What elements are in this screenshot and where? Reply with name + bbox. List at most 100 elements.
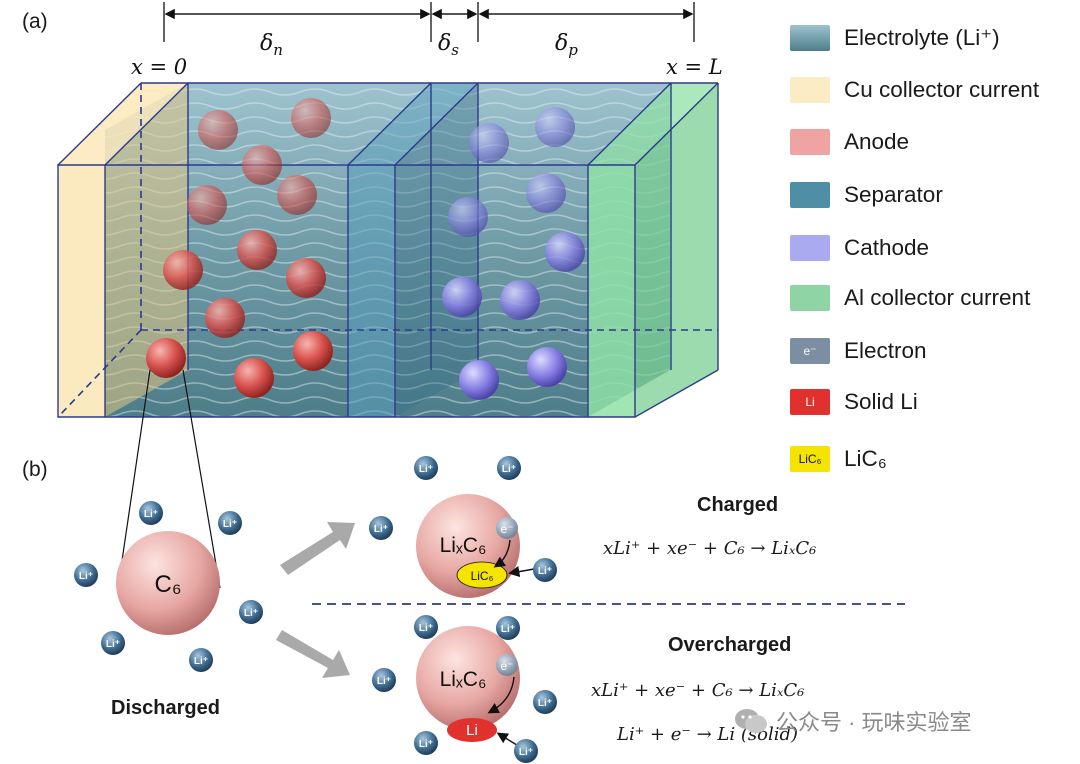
li-ion: [496, 616, 520, 640]
li-ion-label: Li⁺: [502, 464, 516, 475]
li-ion-label: Li⁺: [244, 608, 258, 619]
al-swatch-icon: [790, 285, 830, 311]
anode-particle: [198, 110, 238, 150]
anode-particle: [234, 358, 274, 398]
wechat-icon: [735, 709, 767, 733]
li-ions: [74, 456, 557, 763]
legend-item-electron: e⁻ Electron: [790, 334, 927, 368]
anode-swatch-icon: [790, 129, 830, 155]
solid-li-swatch-icon: Li: [790, 389, 830, 415]
anode-particle: [205, 298, 245, 338]
discharged-label: Discharged: [111, 697, 220, 719]
legend-item-al: Al collector current: [790, 281, 1030, 315]
electron-particle: [496, 654, 518, 676]
cathode-particle: [545, 232, 585, 272]
li-ion-label: Li⁺: [538, 698, 552, 709]
cu-swatch-icon: [790, 77, 830, 103]
separator-swatch-icon: [790, 182, 830, 208]
cathode-particle: [500, 280, 540, 320]
x-l-label: x = L: [666, 55, 723, 79]
li-ion: [189, 648, 213, 672]
charged-equation: xLi⁺ + xe⁻ + C₆ → LiₓC₆: [603, 538, 817, 559]
cu-collector: [58, 83, 188, 417]
li-ion: [369, 516, 393, 540]
cathode-particle: [535, 107, 575, 147]
electron-particle: [496, 517, 518, 539]
lic6-swatch-icon: LiC₆: [790, 446, 830, 472]
arrow-to-charged: [280, 522, 355, 575]
legend-item-solid-li: Li Solid Li: [790, 385, 918, 419]
li-ion: [101, 631, 125, 655]
anode-particle: [286, 258, 326, 298]
anode-particle: [187, 185, 227, 225]
discharged-particle: [116, 531, 220, 635]
anode-particle: [277, 175, 317, 215]
li-ion-label: Li⁺: [419, 739, 433, 750]
solid-li-deposit: [447, 718, 497, 742]
anode-particles: [146, 98, 333, 398]
delta-p-label: δp: [555, 31, 578, 59]
electron-swatch-icon: e⁻: [790, 338, 830, 364]
legend-label: Solid Li: [844, 389, 918, 414]
legend-label: Al collector current: [844, 285, 1031, 310]
legend-label: Electron: [844, 338, 927, 363]
panel-a-label: (a): [22, 10, 48, 33]
legend-item-electrolyte: Electrolyte (Li⁺): [790, 21, 1000, 55]
li-ion: [414, 615, 438, 639]
dimension-lines: [163, 2, 695, 42]
li-ion: [74, 563, 98, 587]
legend-item-cu: Cu collector current: [790, 73, 1039, 107]
zoom-line-right: [182, 369, 221, 589]
watermark-text: 公众号 · 玩味实验室: [776, 710, 972, 735]
cathode-particle: [459, 360, 499, 400]
li-ion: [239, 600, 263, 624]
li-ion-label: Li⁺: [79, 571, 93, 582]
li-ion-label: Li⁺: [374, 524, 388, 535]
legend-label: Anode: [844, 129, 910, 154]
battery-cell: [57, 2, 719, 418]
delta-n-label: δn: [260, 31, 283, 59]
panel-b-label: (b): [22, 458, 48, 481]
li-ion-label: Li⁺: [377, 676, 391, 687]
li-ion-label: Li⁺: [194, 656, 208, 667]
li-ion-label: Li⁺: [144, 509, 158, 520]
arrow-to-overcharged: [276, 630, 350, 678]
separator-layer: [348, 83, 478, 417]
cathode-particle: [526, 173, 566, 213]
li-ion-label: Li⁺: [538, 566, 552, 577]
anode-particle: [293, 331, 333, 371]
overcharged-core-label: LiₓC₆: [440, 668, 487, 691]
legend-label: Cathode: [844, 235, 930, 260]
legend-label: LiC₆: [844, 446, 887, 471]
li-ion-label: Li⁺: [519, 747, 533, 758]
legend-label: Cu collector current: [844, 77, 1040, 102]
electron-label: e⁻: [500, 659, 513, 673]
li-ion: [533, 690, 557, 714]
discharged-core-label: C₆: [154, 571, 181, 598]
li-ion: [497, 456, 521, 480]
anode-particle: [291, 98, 331, 138]
anode-particle: [163, 250, 203, 290]
solid-li-label: Li: [466, 722, 478, 739]
anode-particle: [146, 338, 186, 378]
li-ion: [414, 456, 438, 480]
legend-item-separator: Separator: [790, 178, 943, 212]
lic6-label: LiC₆: [471, 569, 494, 583]
li-ion: [533, 558, 557, 582]
zoom-line-left: [117, 369, 151, 589]
li-ion-label: Li⁺: [106, 639, 120, 650]
li-ion-label: Li⁺: [501, 624, 515, 635]
legend-item-cathode: Cathode: [790, 231, 929, 265]
li-ion-label: Li⁺: [419, 623, 433, 634]
delta-s-label: δs: [438, 31, 459, 59]
charged-core-label: LiₓC₆: [440, 534, 487, 557]
li-ion-label: Li⁺: [419, 464, 433, 475]
li-ion-labels: Li⁺ Li⁺ Li⁺ Li⁺ Li⁺ Li⁺ Li⁺ Li⁺ Li⁺ Li⁺ …: [79, 464, 552, 758]
electron-arrow: [493, 539, 511, 568]
lic6-deposit: [456, 561, 508, 589]
charged-label: Charged: [697, 494, 779, 516]
cathode-swatch-icon: [790, 235, 830, 261]
legend-label: Electrolyte (Li⁺): [844, 25, 1000, 50]
li-ion: [372, 668, 396, 692]
